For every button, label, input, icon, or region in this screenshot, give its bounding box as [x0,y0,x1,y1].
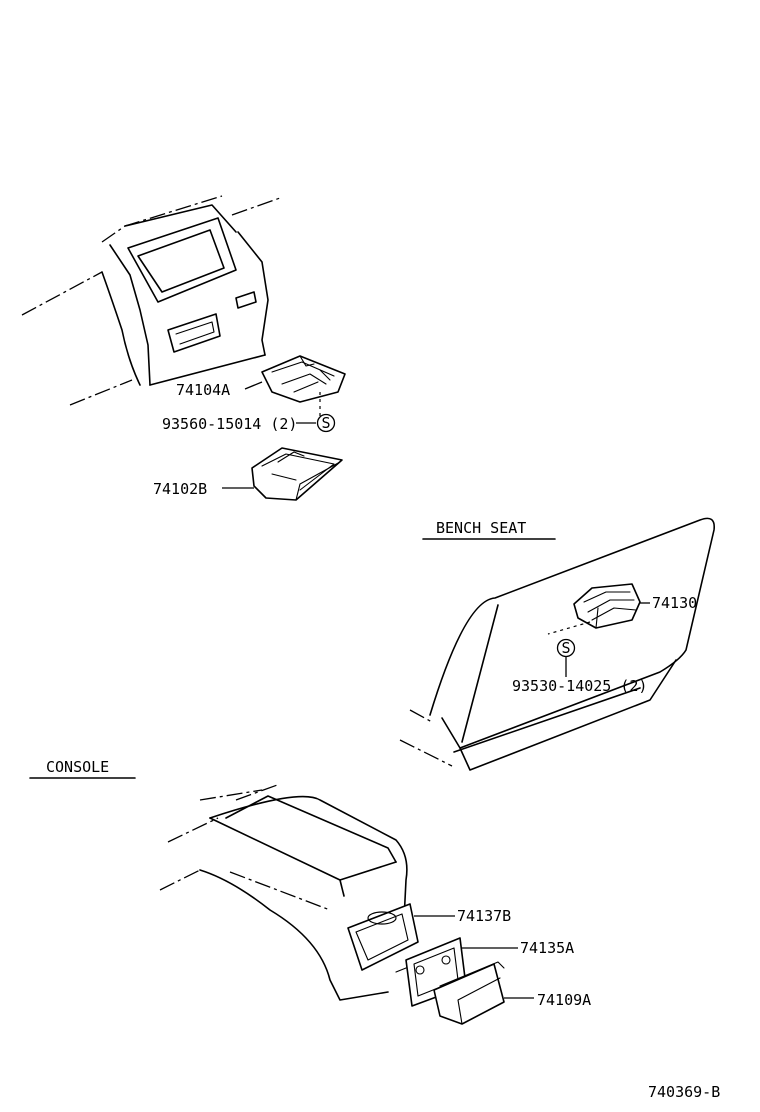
seat-ashtray-74130 [573,583,641,629]
ash-receptacle-74102B [251,447,343,501]
callout-93560-15014: 93560-15014 (2) [162,415,297,433]
console-ashtray-housing-74137B [347,903,419,971]
screw-symbol-upper: S [316,413,336,433]
callout-74135A: 74135A [520,939,574,957]
callout-74104A: 74104A [176,381,230,399]
seat-screw-axis [547,621,591,635]
callout-74130: 74130 [652,594,697,612]
leader-lines [222,381,650,999]
section-title-console: CONSOLE [46,758,109,776]
svg-text:S: S [561,639,570,657]
instrument-panel-outline [21,195,281,406]
ashtray-bracket-74104A [261,355,346,403]
callout-74137B: 74137B [457,907,511,925]
callout-74109A: 74109A [537,991,591,1009]
figure-number: 740369-B [648,1083,720,1101]
section-title-bench-seat: BENCH SEAT [436,519,526,537]
bench-seat-outline [399,517,716,771]
ashtray-insert-74109A [433,961,505,1025]
console-outline [159,783,408,1001]
screw-symbol-seat: S [556,638,576,658]
callout-74102B: 74102B [153,480,207,498]
svg-text:S: S [321,414,330,432]
callout-93530-14025: 93530-14025 (2) [512,677,647,695]
